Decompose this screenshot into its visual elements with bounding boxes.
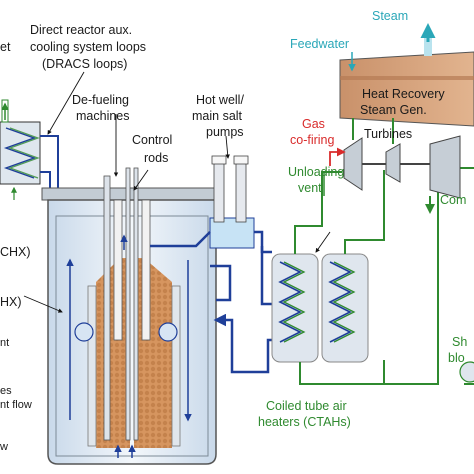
turbine-1	[343, 137, 363, 191]
label-left-es: es	[0, 385, 12, 397]
reactor-vessel	[41, 187, 223, 465]
label-hotwell-line1: Hot well/	[196, 93, 244, 107]
label-hotwell-line3: pumps	[206, 125, 244, 139]
label-defueling-line2: machines	[76, 109, 130, 123]
label-ctah-line1: Coiled tube air	[266, 399, 347, 413]
steam-arrow	[420, 23, 436, 56]
label-hrsg-line2: Steam Gen.	[360, 103, 427, 117]
turbine-2	[385, 143, 401, 183]
label-dracs-line1: Direct reactor aux.	[30, 23, 132, 37]
label-chx-partial: CHX)	[0, 245, 31, 259]
ctah-left	[271, 253, 319, 363]
label-shutdown-line2: blo	[448, 351, 465, 365]
compressor	[429, 135, 461, 199]
label-control-rods-line1: Control	[132, 133, 172, 147]
exhaust-ducts	[352, 118, 394, 144]
label-left-w: w	[0, 441, 8, 453]
label-gas-line2: co-firing	[290, 133, 335, 147]
label-dracs-line2: cooling system loops	[30, 40, 146, 54]
label-shutdown-line1: Sh	[452, 335, 467, 349]
label-feedwater: Feedwater	[290, 37, 349, 51]
label-turbines: Turbines	[364, 127, 412, 141]
control-rods	[103, 167, 151, 441]
label-left-nt: nt	[0, 337, 9, 349]
in-vessel-pumps	[74, 322, 178, 342]
label-outlet-partial: et	[0, 40, 11, 54]
label-unloading-line2: vent	[298, 181, 322, 195]
shutdown-blower	[459, 361, 474, 383]
label-hx-partial: HX)	[0, 295, 22, 309]
dracs-heat-exchanger	[0, 99, 41, 200]
leader-lines	[23, 71, 331, 313]
ctah-right	[321, 253, 369, 363]
label-unloading-line1: Unloading	[288, 165, 344, 179]
gas-cofiring-arrow	[329, 147, 346, 166]
hot-well	[209, 155, 255, 249]
labels: et Direct reactor aux. cooling system lo…	[0, 9, 467, 453]
label-gas-line1: Gas	[302, 117, 325, 131]
vessel-flow-arrows	[66, 234, 192, 458]
label-control-rods-line2: rods	[144, 151, 168, 165]
label-left-nt-flow: nt flow	[0, 399, 32, 411]
label-dracs-line3: (DRACS loops)	[42, 57, 127, 71]
label-compressor-partial: Com	[440, 193, 466, 207]
label-steam: Steam	[372, 9, 408, 23]
label-hrsg-line1: Heat Recovery	[362, 87, 445, 101]
label-defueling-line1: De-fueling	[72, 93, 129, 107]
label-ctah-line2: heaters (CTAHs)	[258, 415, 351, 429]
label-hotwell-line2: main salt	[192, 109, 243, 123]
